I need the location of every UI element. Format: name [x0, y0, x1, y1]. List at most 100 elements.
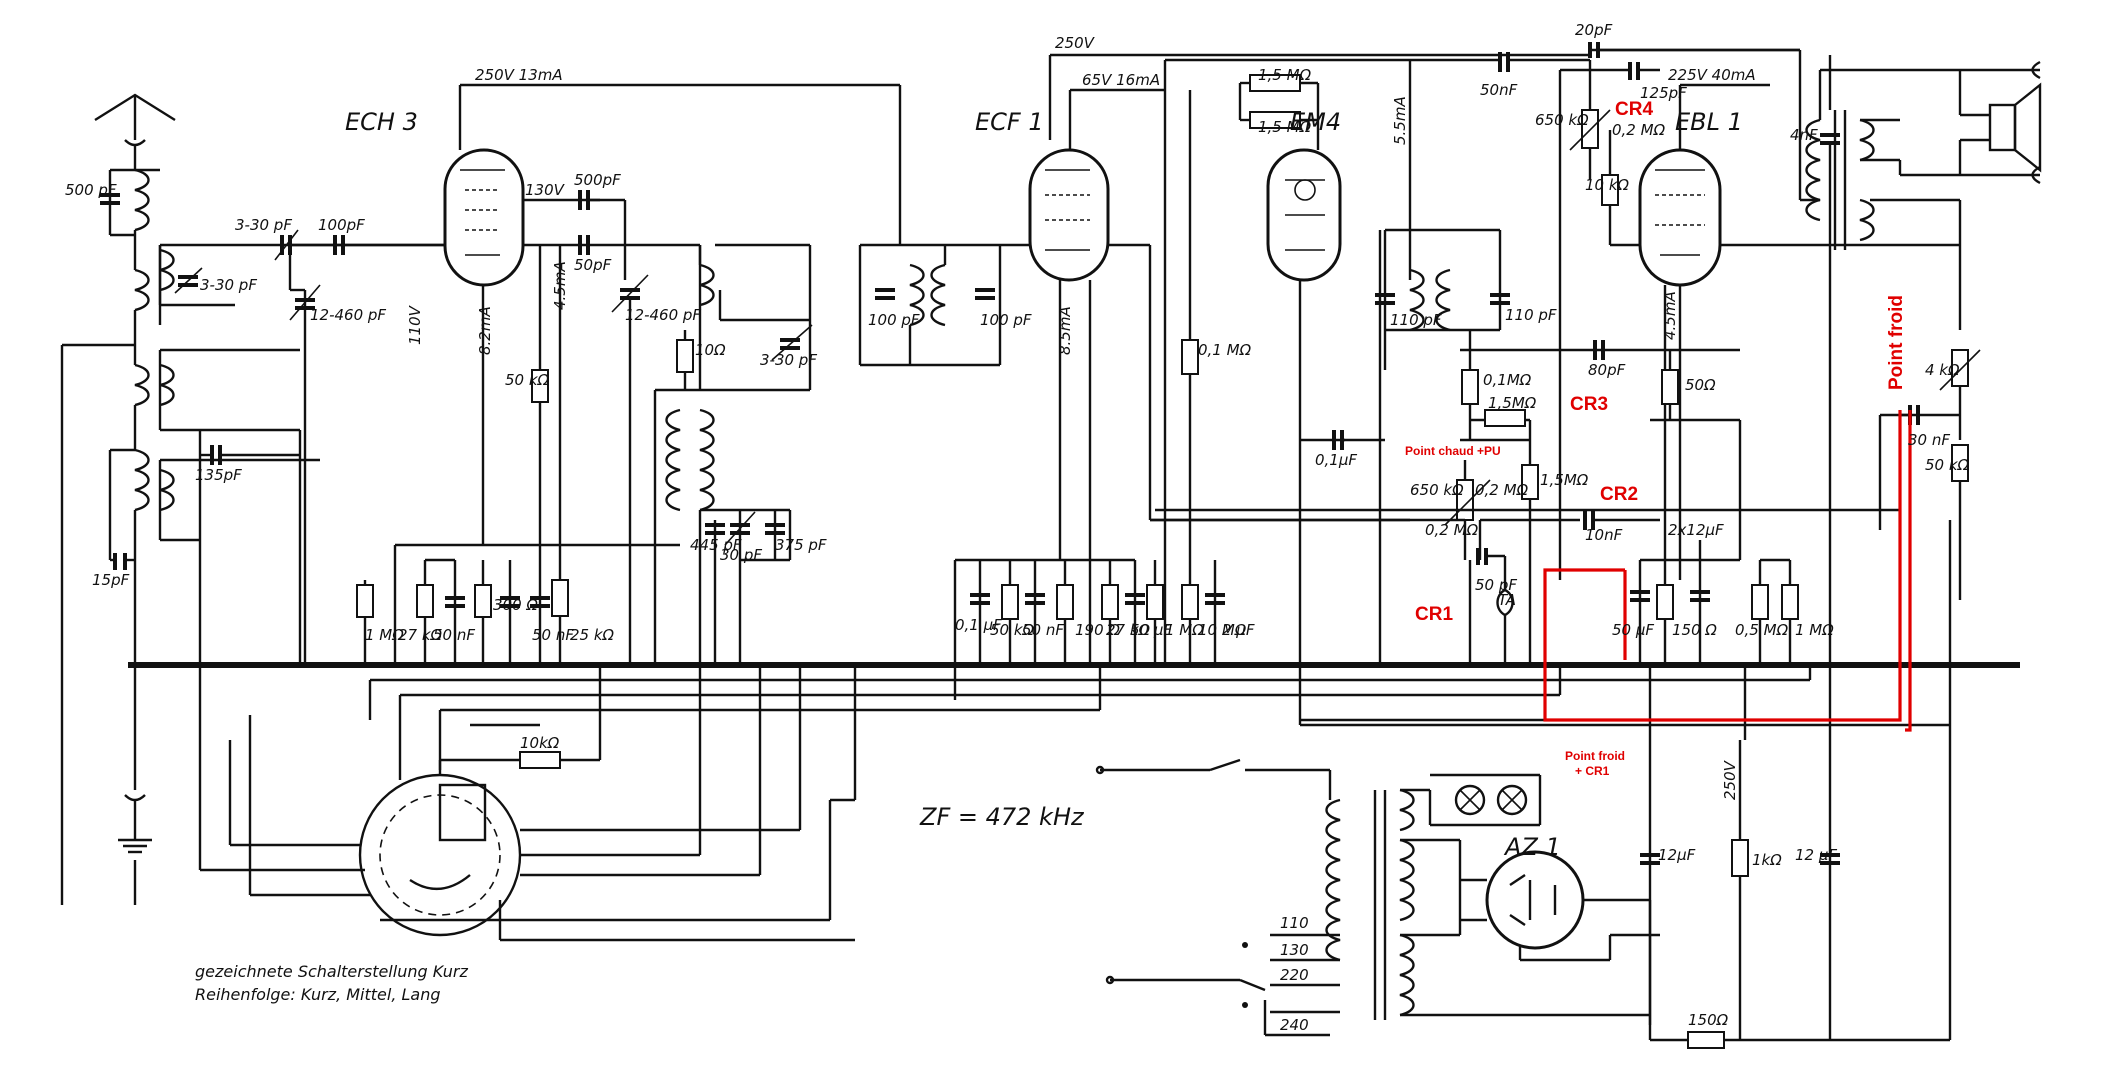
annotation-point-chaud: Point chaud +PU — [1405, 444, 1501, 458]
label-r-1m-a: 1 MΩ — [365, 626, 404, 644]
ech3-oscillator — [531, 190, 702, 665]
power-supply — [1095, 758, 1660, 1025]
filter-network — [1640, 665, 1952, 1049]
annotation-cr1: CR1 — [1415, 604, 1453, 625]
label-c-var1: 12-460 pF — [310, 306, 386, 324]
label-ech3-osc: 4.5mA — [551, 261, 569, 310]
label-c-50pf: 50pF — [574, 256, 612, 274]
label-c-var2: 12-460 pF — [625, 306, 701, 324]
tube-label-em4: EM4 — [1290, 108, 1341, 136]
label-c-trim1: 3-30 pF — [235, 216, 292, 234]
label-c-50uf: 50 µF — [1130, 621, 1172, 639]
note-band-order: Reihenfolge: Kurz, Mittel, Lang — [195, 985, 441, 1004]
label-ebl1-supply: 225V 40mA — [1668, 66, 1756, 84]
mains-switch — [1105, 933, 1340, 1037]
label-r-02m-b: 0,2 MΩ — [1475, 481, 1529, 499]
antenna-symbol — [94, 93, 176, 170]
label-c-2uf: 2 µF — [1222, 621, 1255, 639]
label-r-27k: 27 kΩ — [398, 626, 443, 644]
label-c-12uf-a: 12µF — [1658, 846, 1696, 864]
label-c-trim-ant: 3-30 pF — [200, 276, 257, 294]
interconnect-lines — [368, 490, 1950, 780]
tube-label-az1: AZ 1 — [1503, 833, 1561, 861]
label-ech3-screen: 130V — [525, 181, 566, 199]
supply-rail — [1048, 53, 1590, 665]
tube-labels: ECH 3 ECF 1 EM4 EBL 1 AZ 1 — [345, 108, 1743, 861]
label-ecf1-current: 8.5mA — [1056, 306, 1074, 355]
label-rectifier-voltage: 250V — [1721, 759, 1739, 800]
label-mains-220: 220 — [1280, 966, 1309, 984]
label-c-50uf-b: 50 µF — [1612, 621, 1654, 639]
label-r-650-b: 650 kΩ — [1410, 481, 1464, 499]
detector-network — [1150, 340, 1740, 665]
tone-control — [1820, 55, 1981, 665]
label-c-ant: 500 pF — [65, 181, 117, 199]
label-c-15: 15pF — [92, 571, 130, 589]
oscillator-coils — [653, 243, 813, 665]
label-r-300: 300 Ω — [493, 596, 538, 614]
label-c-20pf: 20pF — [1575, 21, 1613, 39]
label-c-500: 500pF — [574, 171, 621, 189]
label-ech3-supply: 250V 13mA — [475, 66, 563, 84]
label-r-190: 190 Ω — [1075, 621, 1120, 639]
label-r-02m-c: 0,2 MΩ — [1425, 521, 1479, 539]
label-ecf1-supply: 65V 16mA — [1082, 71, 1160, 89]
label-r-1k: 1kΩ — [1752, 851, 1782, 869]
label-mains-130: 130 — [1280, 941, 1309, 959]
supply-labels: 250V 13mA 250V 65V 16mA 225V 40mA 5.5mA … — [475, 34, 1756, 831]
red-annotation-loop — [1543, 410, 1912, 732]
annotation-point-froid-bottom-1: Point froid — [1565, 749, 1625, 763]
tube-ecf1 — [1028, 88, 1165, 665]
label-r-50k-b: 50 kΩ — [990, 621, 1035, 639]
schematic-notes: gezeichnete Schalterstellung Kurz Reihen… — [195, 962, 469, 1004]
tube-ech3 — [290, 83, 902, 545]
if-transformer-1 — [858, 243, 1040, 367]
label-r-02m: 0,2 MΩ — [1612, 121, 1666, 139]
ebl1-top-network — [1410, 42, 1802, 580]
label-c-12uf-b: 12 µF — [1795, 846, 1837, 864]
label-c-trim2: 3-30 pF — [760, 351, 817, 369]
label-r-15m-c: 1,5MΩ — [1488, 394, 1537, 412]
label-c-110-b: 110 pF — [1505, 306, 1557, 324]
label-mains-110: 110 — [1280, 914, 1309, 932]
label-r-01m-b: 0,1MΩ — [1483, 371, 1532, 389]
tube-ebl1 — [1638, 83, 1960, 580]
label-r-150: 150 Ω — [1672, 621, 1717, 639]
label-c-100: 100pF — [318, 216, 365, 234]
label-c-125pf: 125pF — [1640, 84, 1687, 102]
label-r-10k: 10kΩ — [520, 734, 560, 752]
annotation-cr2: CR2 — [1600, 484, 1638, 505]
ground-symbol — [118, 794, 152, 854]
label-c-50nf-a: 50 nF — [433, 626, 475, 644]
label-r-10m: 10 MΩ — [1198, 621, 1247, 639]
tube-label-ecf1: ECF 1 — [975, 108, 1044, 136]
band-switch — [60, 665, 857, 942]
label-c-80pf: 80pF — [1588, 361, 1626, 379]
label-c-110-a: 110 pF — [1390, 311, 1442, 329]
label-main-supply: 250V — [1055, 34, 1096, 52]
label-c-30: 30 pF — [720, 546, 762, 564]
label-r-150-b: 150Ω — [1688, 1011, 1729, 1029]
label-r-10k-b: 10 kΩ — [1585, 176, 1630, 194]
label-c-445: 445 pF — [690, 536, 742, 554]
label-c-375: 375 pF — [775, 536, 827, 554]
label-r-27k-b: 27 kΩ — [1106, 621, 1151, 639]
label-r-50: 50Ω — [1685, 376, 1716, 394]
red-annotations: CR1 CR2 CR3 CR4 Point chaud +PU Point fr… — [1405, 99, 1907, 778]
label-c-2x12: 2x12µF — [1668, 521, 1724, 539]
label-r-05m: 0,5 MΩ — [1735, 621, 1789, 639]
label-c-100-if2: 100 pF — [980, 311, 1032, 329]
label-r-15m-a: 1,5 MΩ — [1258, 66, 1312, 84]
label-c-01uf: 0,1 µF — [955, 616, 1002, 634]
tube-label-ebl1: EBL 1 — [1675, 108, 1743, 136]
tube-label-ech3: ECH 3 — [345, 108, 418, 136]
label-v-110: 110V — [406, 304, 424, 345]
label-c-135: 135pF — [195, 466, 242, 484]
label-c-4nf: 4nF — [1790, 126, 1818, 144]
label-c-50nf-top: 50nF — [1480, 81, 1518, 99]
output-transformer — [1800, 60, 2042, 250]
ebl1-cathode-network — [1630, 420, 1799, 665]
if-transformer-2 — [1375, 60, 1510, 440]
label-r-15m-b: 1,5 MΩ — [1258, 118, 1312, 136]
